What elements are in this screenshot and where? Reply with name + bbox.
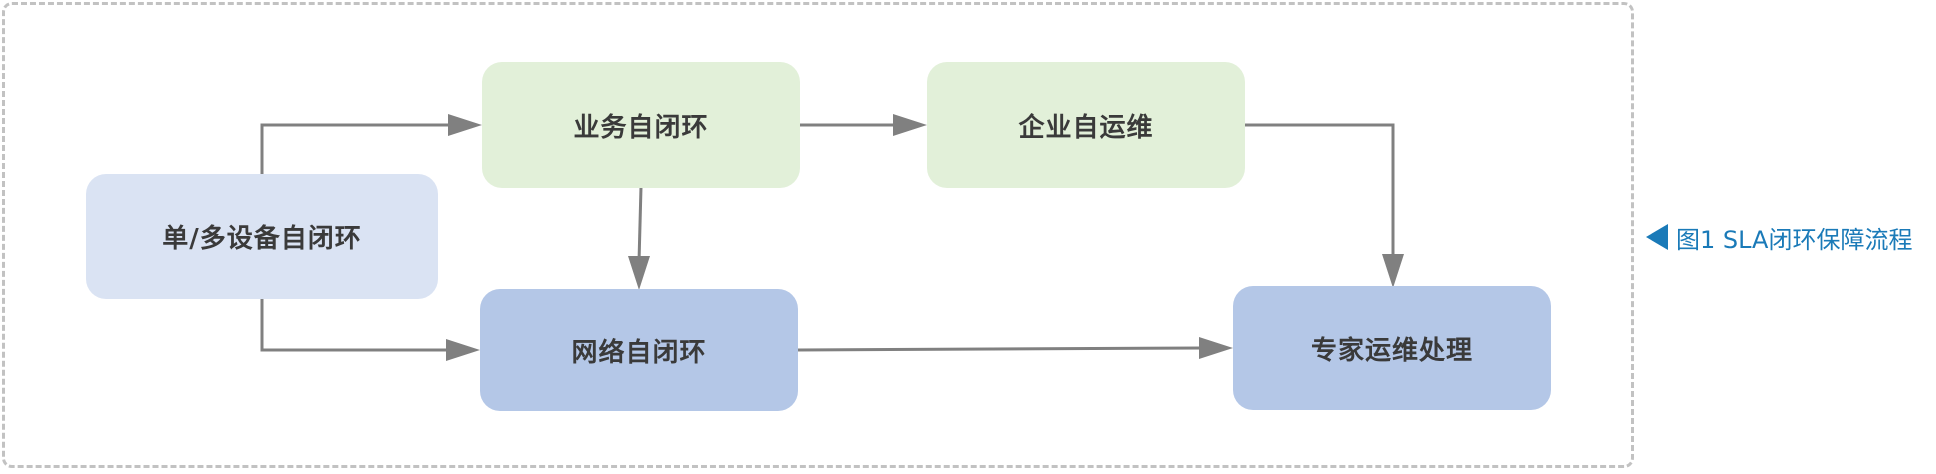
node-expert-ops-label: 专家运维处理 — [1310, 335, 1473, 366]
arrowhead-expert-from-network — [1199, 337, 1233, 359]
arrow-network-to-expert — [797, 346, 1204, 352]
arrow-device-to-network — [260, 298, 450, 352]
arrow-device-to-business — [260, 123, 452, 174]
figure-caption: 图1 SLA闭环保障流程 — [1646, 220, 1912, 254]
arrowhead-business — [448, 114, 482, 136]
node-enterprise-ops-label: 企业自运维 — [1018, 112, 1154, 143]
node-device-loop-label: 单/多设备自闭环 — [162, 224, 362, 254]
node-business-loop: 业务自闭环 — [482, 62, 800, 188]
arrowhead-network-from-device — [446, 339, 480, 361]
triangle-left-icon — [1646, 224, 1668, 250]
arrow-enterprise-to-expert — [1244, 123, 1395, 258]
node-expert-ops: 专家运维处理 — [1233, 286, 1551, 410]
node-enterprise-ops: 企业自运维 — [927, 62, 1245, 188]
node-device-loop: 单/多设备自闭环 — [86, 174, 438, 299]
diagram-frame — [2, 2, 1634, 468]
figure-caption-text: 图1 SLA闭环保障流程 — [1676, 225, 1913, 254]
arrowhead-network-from-business — [628, 256, 650, 290]
arrowhead-expert-from-enterprise — [1382, 254, 1404, 288]
node-network-loop: 网络自闭环 — [480, 289, 798, 411]
node-network-loop-label: 网络自闭环 — [571, 337, 707, 368]
arrowhead-enterprise — [893, 114, 927, 136]
node-business-loop-label: 业务自闭环 — [573, 112, 709, 143]
arrow-business-to-network — [637, 186, 643, 263]
